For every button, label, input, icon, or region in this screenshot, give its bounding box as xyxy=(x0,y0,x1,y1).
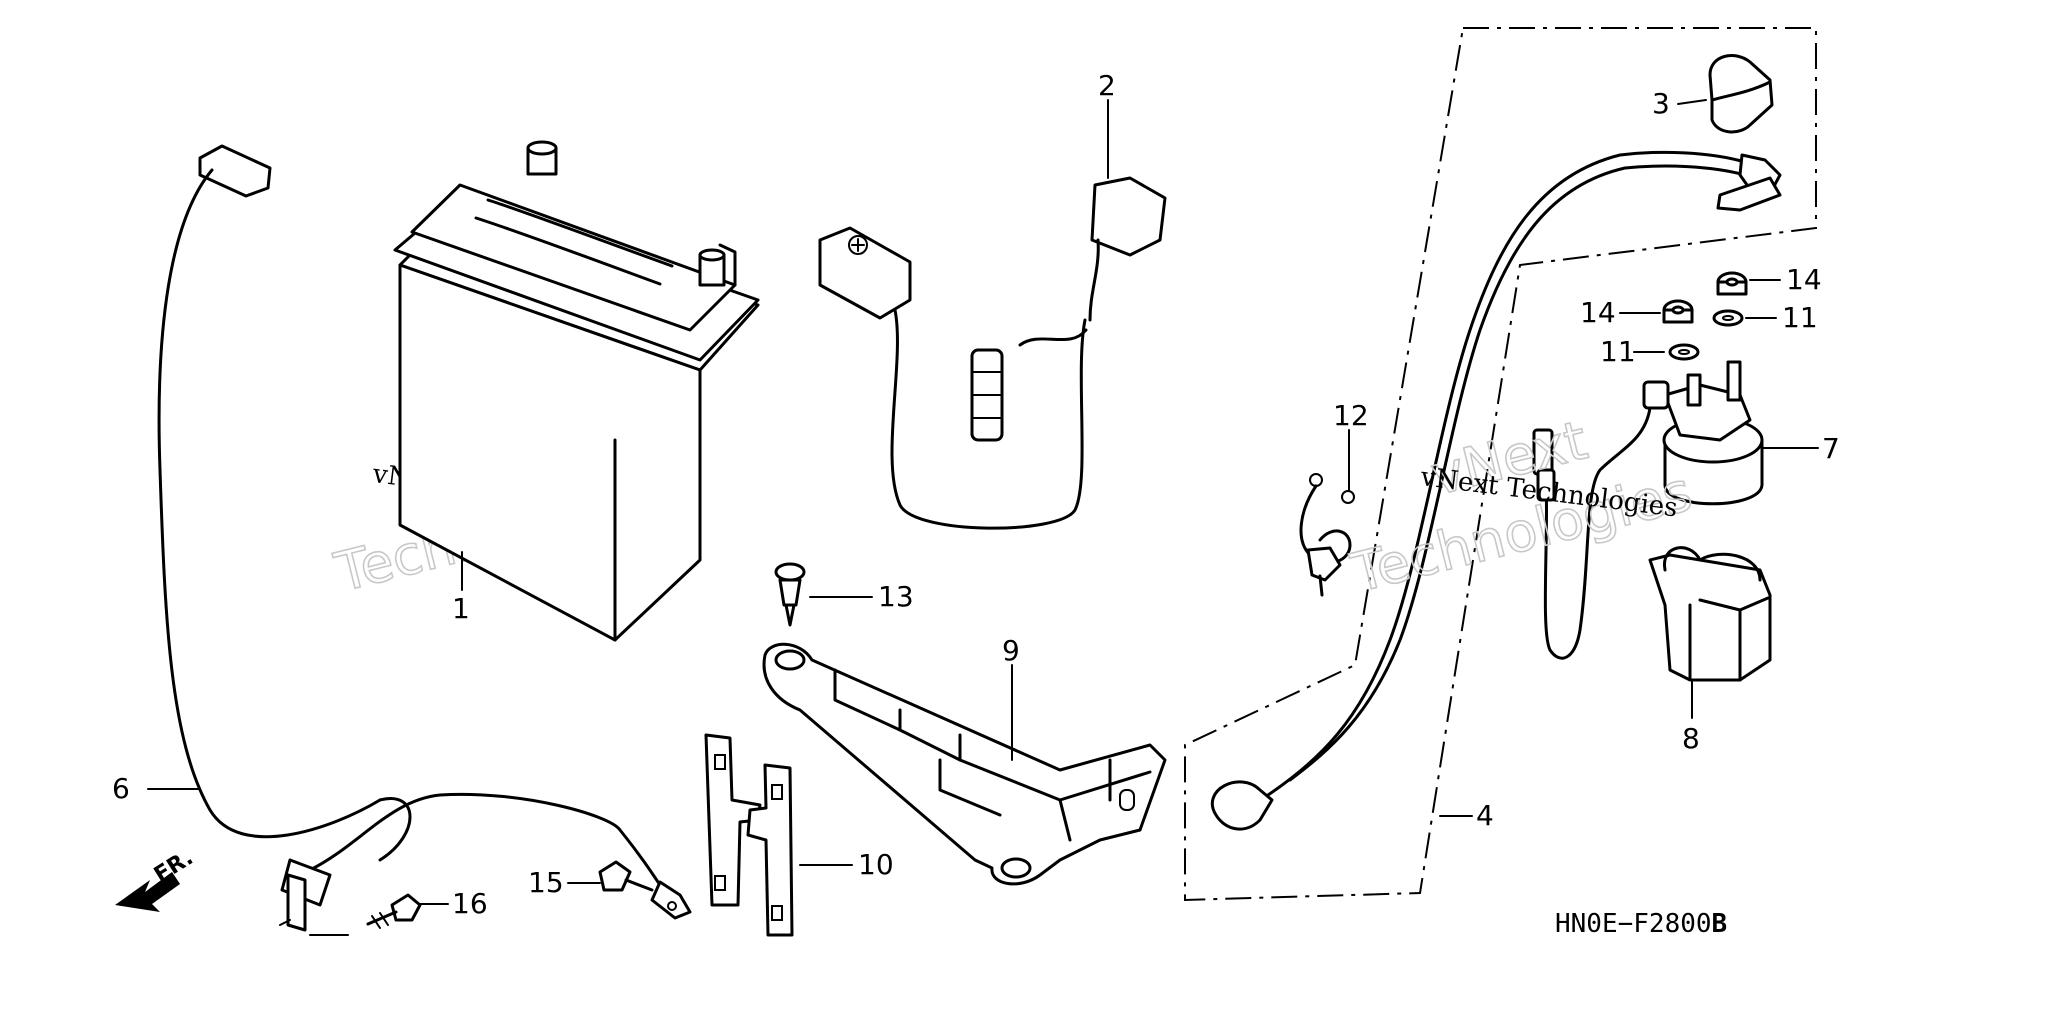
nut-14-upper xyxy=(1716,271,1748,296)
callout-2: 2 xyxy=(1098,69,1116,102)
bolt-15 xyxy=(598,860,654,892)
bracket-plates xyxy=(704,733,794,937)
diagram-code-main: HN0E−F2800 xyxy=(1555,909,1712,939)
callout-1: 1 xyxy=(452,592,470,625)
callout-7: 7 xyxy=(1822,432,1840,465)
callout-16: 16 xyxy=(452,887,488,920)
callout-8: 8 xyxy=(1682,722,1700,755)
callout-14-upper: 14 xyxy=(1786,263,1822,296)
battery-tray xyxy=(762,642,1167,886)
battery-positive-cable xyxy=(818,176,1167,530)
cable-band xyxy=(1299,473,1355,597)
battery-negative-cable xyxy=(157,144,692,932)
nut-14-lower xyxy=(1662,299,1694,324)
callout-11-upper: 11 xyxy=(1782,301,1818,334)
assembly-boundary xyxy=(1184,27,1817,902)
callout-11-lower: 11 xyxy=(1600,335,1636,368)
callout-3: 3 xyxy=(1652,87,1670,120)
diagram-code: HN0E−F2800B xyxy=(1555,909,1727,939)
terminal-cover xyxy=(1708,54,1774,134)
clip-13 xyxy=(774,562,806,627)
callout-13: 13 xyxy=(878,580,914,613)
callout-4: 4 xyxy=(1476,799,1494,832)
washer-11-lower xyxy=(1668,343,1700,361)
bolt-16 xyxy=(366,893,422,929)
callout-15: 15 xyxy=(528,866,564,899)
callout-14-lower: 14 xyxy=(1580,296,1616,329)
callout-10: 10 xyxy=(858,848,894,881)
washer-11-upper xyxy=(1712,309,1744,327)
battery xyxy=(393,140,760,642)
starter-cable xyxy=(1210,150,1782,831)
leader-3 xyxy=(1677,99,1707,105)
diagram-code-suffix: B xyxy=(1712,909,1728,939)
relay-holder xyxy=(1648,546,1772,682)
callout-6: 6 xyxy=(112,772,130,805)
callout-12: 12 xyxy=(1333,399,1369,432)
callout-9: 9 xyxy=(1002,634,1020,667)
starter-relay xyxy=(1532,360,1764,660)
front-direction-arrow xyxy=(115,872,180,912)
